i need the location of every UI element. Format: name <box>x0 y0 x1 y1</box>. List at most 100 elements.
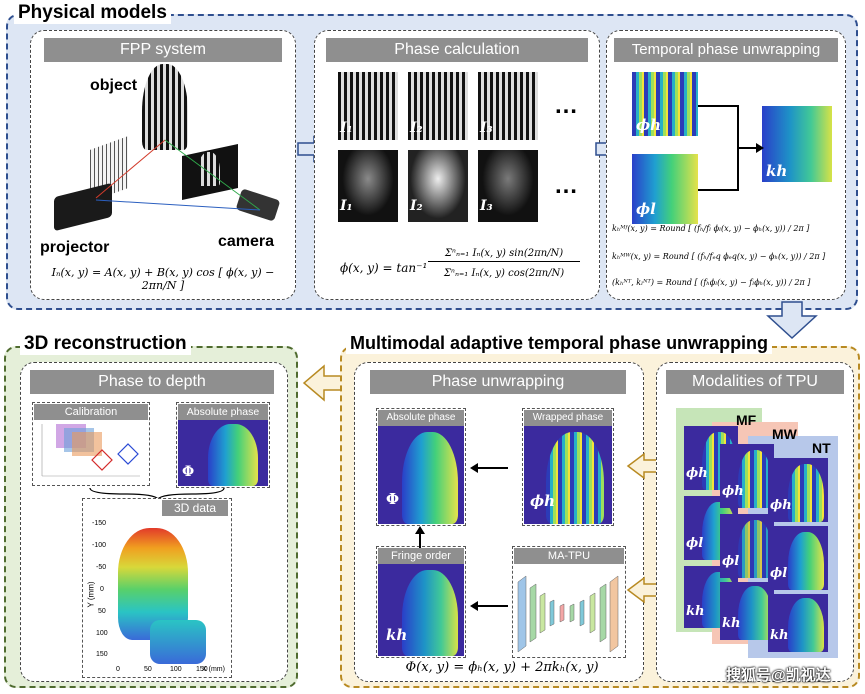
camera-label: camera <box>218 233 275 250</box>
nt-phi-h-label: ϕh <box>770 498 792 513</box>
fringe-order-head <box>402 570 458 656</box>
tpu-equation-mw: kₕᴹᵂ(x, y) = Round [ (fₕ/fₑq ϕₑq(x, y) −… <box>612 252 826 261</box>
arrow-wrapped-to-absolute <box>470 463 508 473</box>
3d-neck-render <box>150 620 206 664</box>
wrapped-phase-head <box>546 432 604 524</box>
3d-x-axis-label: X (mm) <box>202 666 225 673</box>
fringe-label-1: I₁ <box>340 120 353 136</box>
fringe-label-2: I₂ <box>410 120 423 136</box>
nt-phi-l-head <box>788 532 824 590</box>
3d-y-tick-6: 150 <box>96 651 108 658</box>
wrapped-phi-h-label: ϕh <box>530 492 556 510</box>
phase-calculation-header: Phase calculation <box>326 38 588 62</box>
tpu-phi-h-image <box>632 72 698 136</box>
mf-k-h-label: kh <box>686 604 705 619</box>
object-label: object <box>90 77 138 94</box>
absolute-phase-equation: Φ(x, y) = ϕₕ(x, y) + 2πkₕ(x, y) <box>405 660 599 675</box>
tpu-k-h-image <box>762 106 832 182</box>
calibration-plot <box>41 424 140 477</box>
recon-absolute-phase-header: Absolute phase <box>178 404 268 420</box>
3d-y-tick-5: 100 <box>96 630 108 637</box>
wrapped-phase-header: Wrapped phase <box>524 410 612 426</box>
fpp-system-header: FPP system <box>44 38 282 62</box>
mf-label: MF <box>736 412 757 428</box>
3d-y-axis-label: Y (mm) <box>86 581 96 608</box>
mf-phi-l-label: ϕl <box>686 536 704 551</box>
3d-x-tick-3: 150 <box>196 666 208 673</box>
statue-image-3 <box>478 150 538 222</box>
unwrap-absolute-phase-tile <box>376 408 466 526</box>
3d-y-tick-3: 0 <box>100 586 104 593</box>
recon-phi-label: Φ <box>182 464 195 480</box>
fringe-order-header: Fringe order <box>378 548 464 564</box>
mw-k-h-head <box>738 586 772 640</box>
statue-image-2 <box>408 150 468 222</box>
ellipsis-top: … <box>554 92 578 119</box>
ma-tpu-header: MA-TPU <box>514 548 624 564</box>
wrapped-phase-tile <box>522 408 614 526</box>
nt-k-h-label: kh <box>770 628 789 643</box>
tpu-equation-mf: kₕᴹᶠ(x, y) = Round [ (fₕ/fₗ ϕₗ(x, y) − ϕ… <box>612 224 810 233</box>
fringe-label-3: I₃ <box>480 120 493 136</box>
reconstruction-title: 3D reconstruction <box>20 333 191 355</box>
fringe-image-3 <box>478 72 538 140</box>
unwrap-absolute-phase-head <box>402 432 458 524</box>
tpu-phi-h-label: ϕh <box>636 116 662 134</box>
phase-equation-numerator: Σⁿₙ₌₁ Iₙ(x, y) sin(2πn/N) <box>428 248 580 262</box>
fringe-image-1 <box>338 72 398 140</box>
matpu-title: Multimodal adaptive temporal phase unwra… <box>346 333 773 354</box>
phase-to-depth-header: Phase to depth <box>30 370 274 394</box>
camera-screen-statue <box>198 152 220 186</box>
arrow-physical-to-matpu <box>766 301 818 340</box>
recon-absolute-phase-head <box>208 424 258 486</box>
tpu-phi-l-label: ϕl <box>636 200 656 218</box>
physical-models-title: Physical models <box>14 2 171 24</box>
tpu-phi-l-image <box>632 154 698 224</box>
3d-y-tick-0: -150 <box>92 520 107 527</box>
mf-phi-h-label: ϕh <box>686 466 708 481</box>
ma-tpu-network-diagram <box>517 575 619 653</box>
mw-label: MW <box>772 426 797 442</box>
nt-phi-h-head <box>788 464 824 522</box>
mw-phi-l-label: ϕl <box>722 554 740 569</box>
tpu-header: Temporal phase unwrapping <box>614 38 838 62</box>
3d-data-header: 3D data <box>162 500 228 516</box>
nt-k-h-head <box>788 598 824 652</box>
mw-k-h-label: kh <box>722 616 741 631</box>
arrow-matpu-to-order <box>470 601 508 611</box>
tpu-k-h-label: kh <box>766 162 788 180</box>
calibration-header: Calibration <box>34 404 148 420</box>
3d-y-tick-1: -100 <box>92 542 107 549</box>
3d-x-tick-2: 100 <box>170 666 182 673</box>
nt-label: NT <box>812 440 831 456</box>
fpp-equation: Iₙ(x, y) = A(x, y) + B(x, y) cos [ ϕ(x, … <box>51 266 275 292</box>
unwrap-phi-label: Φ <box>386 490 400 508</box>
phase-equation-denominator: Σⁿₙ₌₁ Iₙ(x, y) cos(2πn/N) <box>443 268 565 279</box>
statue-label-2: I₂ <box>410 198 423 214</box>
projector-label: projector <box>40 239 110 256</box>
mw-phi-l-head <box>738 520 772 578</box>
mw-phi-h-label: ϕh <box>722 484 744 499</box>
statue-label-3: I₃ <box>480 198 493 214</box>
3d-y-tick-4: 50 <box>98 608 106 615</box>
watermark: 搜狐号@凯视达 <box>726 667 831 684</box>
modalities-header: Modalities of TPU <box>666 370 844 394</box>
statue-label-1: I₁ <box>340 198 353 214</box>
statue-image-1 <box>338 150 398 222</box>
nt-phi-l-label: ϕl <box>770 566 788 581</box>
tpu-equation-nt: (kₕᴺᵀ, kₗᴺᵀ) = Round [ (fₕϕₗ(x, y) − fₗϕ… <box>612 278 811 287</box>
arrow-order-to-absolute <box>415 526 425 548</box>
phase-unwrapping-header: Phase unwrapping <box>370 370 626 394</box>
ellipsis-bottom: … <box>554 172 578 199</box>
light-rays <box>95 139 261 211</box>
object-statue-image <box>142 64 188 150</box>
3d-y-tick-2: -50 <box>96 564 107 571</box>
fringe-order-k-h-label: kh <box>386 626 408 644</box>
ma-tpu-tile <box>512 546 626 658</box>
3d-x-tick-0: 0 <box>116 666 120 673</box>
fringe-image-2 <box>408 72 468 140</box>
3d-x-tick-1: 50 <box>144 666 152 673</box>
mw-phi-h-head <box>738 450 772 508</box>
phase-equation-lhs: ϕ(x, y) = tan⁻¹ <box>340 261 428 275</box>
tpu-merge-arrows <box>698 105 764 191</box>
